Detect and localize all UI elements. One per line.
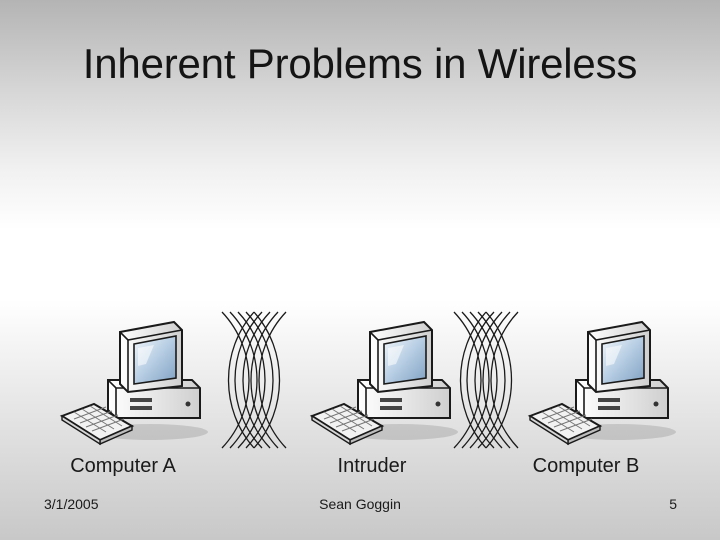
desktop-computer-icon [300, 314, 460, 454]
computer-b-node [518, 314, 678, 454]
wireless-signal-icon [221, 311, 287, 449]
footer-author: Sean Goggin [319, 496, 401, 512]
intruder-label: Intruder [337, 455, 407, 477]
desktop-computer-icon [518, 314, 678, 454]
desktop-computer-icon [50, 314, 210, 454]
computer-a-node [50, 314, 210, 454]
wireless-signal-icon [453, 311, 519, 449]
intruder-node [300, 314, 460, 454]
page-number: 5 [669, 496, 677, 512]
computer-b-label: Computer B [532, 455, 640, 477]
slide-title: Inherent Problems in Wireless [82, 40, 638, 87]
footer-date: 3/1/2005 [44, 496, 99, 512]
computer-a-label: Computer A [70, 455, 176, 477]
